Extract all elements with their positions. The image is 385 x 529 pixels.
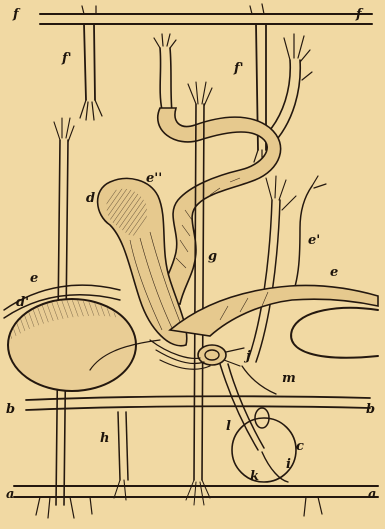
vessel-e-double-prime: [158, 108, 281, 304]
label-f-right: f: [356, 8, 362, 21]
label-d-prime: d': [16, 296, 29, 309]
vessel-b: [26, 396, 370, 410]
organ-d-prime: [8, 299, 160, 391]
coil-j: [198, 345, 244, 366]
label-i: i: [286, 458, 291, 471]
label-d: d: [86, 192, 95, 205]
vessel-a: [14, 486, 378, 518]
label-a-left: a: [6, 488, 14, 501]
vessel-e-right: [170, 285, 378, 336]
label-f-left: f: [13, 8, 19, 21]
label-e-prime: e': [308, 234, 320, 247]
label-b-left: b: [6, 403, 15, 416]
label-g: g: [208, 250, 217, 263]
organ-right-loop: [291, 308, 378, 358]
label-f-prime-left: f': [62, 52, 72, 65]
label-h: h: [100, 432, 109, 445]
label-b-right: b: [366, 403, 375, 416]
label-a-right: a: [368, 488, 376, 501]
label-m: m: [282, 372, 296, 385]
label-e-double-prime: e'': [146, 172, 162, 185]
tuft-branch-right: [270, 34, 312, 138]
vessel-right-vertical: [248, 176, 296, 362]
label-e-left: e: [30, 272, 38, 285]
label-j: j: [246, 350, 251, 363]
label-e-right: e: [330, 266, 338, 279]
vessel-g: [186, 82, 212, 505]
vessel-f-prime-left: [80, 24, 102, 120]
vessel-f: [40, 4, 372, 24]
vessel-m: [242, 366, 276, 394]
label-c: c: [296, 440, 304, 453]
label-f-prime-right: f': [234, 62, 244, 75]
label-l: l: [226, 420, 231, 433]
label-k: k: [250, 470, 259, 483]
tuft-branch-top: [154, 34, 176, 112]
